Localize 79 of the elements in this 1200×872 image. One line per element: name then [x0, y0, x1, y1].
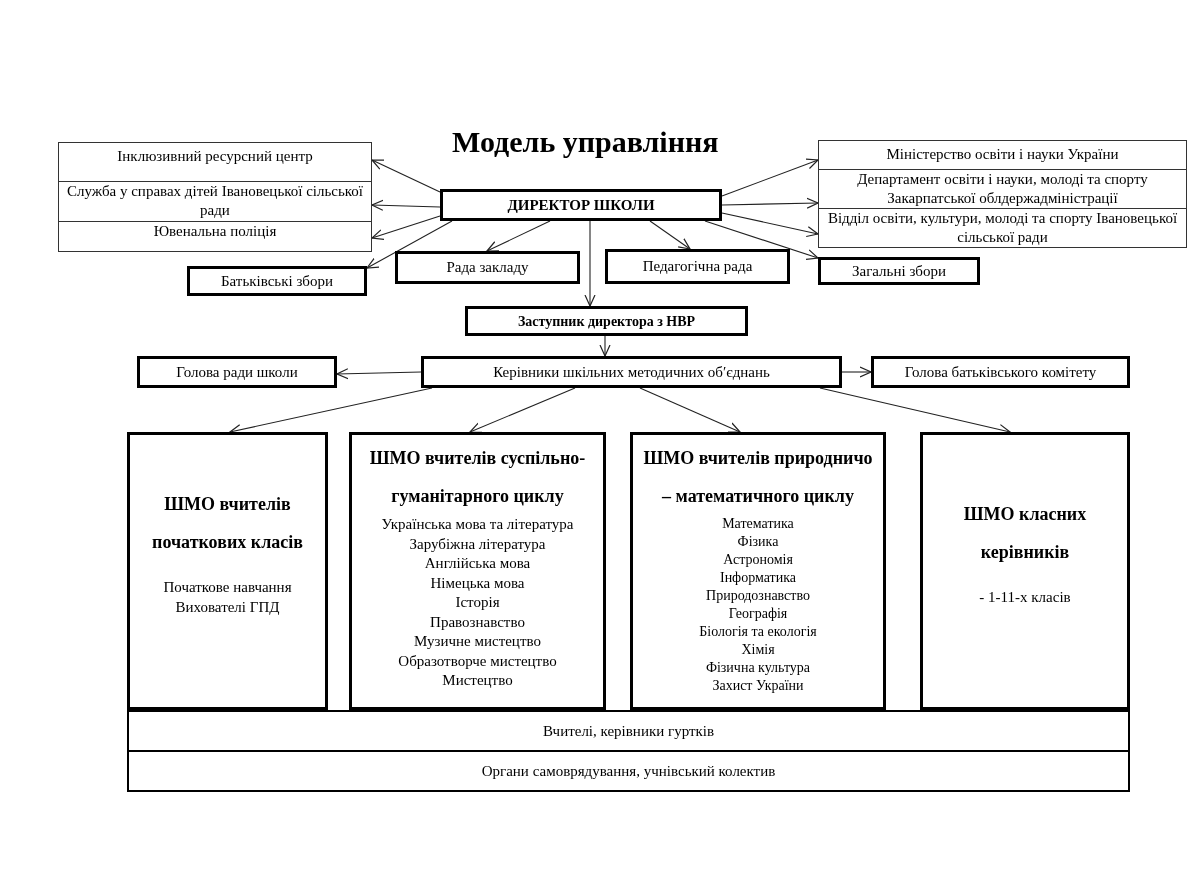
subject-item: Природознавство	[706, 587, 810, 605]
subject-item: Історія	[455, 593, 500, 612]
group-heading: ШМО вчителів природничо – математичного циклу	[642, 447, 874, 508]
subject-item: Образотворче мистецтво	[398, 651, 557, 671]
subject-item: Математика	[722, 515, 794, 533]
group-heading: ШМО вчителів початкових класів	[151, 493, 304, 554]
subject-item: Музичне мистецтво	[414, 632, 541, 651]
arrow	[599, 335, 611, 357]
org-box	[127, 752, 1130, 792]
org-box	[127, 710, 1130, 752]
subject-item: Захист України	[712, 677, 804, 695]
node-label: Міністерство освіти і науки України	[886, 145, 1119, 164]
org-box	[818, 257, 980, 285]
group-box	[630, 432, 886, 710]
org-box	[421, 356, 842, 388]
node-label: Педагогічна рада	[642, 257, 753, 277]
arrow	[649, 220, 691, 250]
node-label: Департамент освіти і науки, молоді та спорту Закарпатської облдержадміністрації	[856, 170, 1149, 208]
group-box	[349, 432, 606, 710]
group-box	[920, 432, 1130, 710]
org-box	[465, 306, 748, 336]
subject-item: - 1-11-х класів	[979, 588, 1071, 607]
arrow	[371, 215, 441, 240]
node-label: Батьківські збори	[221, 271, 333, 291]
org-box	[58, 222, 372, 252]
org-box	[871, 356, 1130, 388]
subject-item: Фізична культура	[705, 659, 811, 677]
arrow	[469, 387, 576, 433]
node-label: ДИРЕКТОР ШКОЛИ	[507, 195, 655, 215]
org-box	[58, 142, 372, 182]
arrow	[486, 220, 551, 252]
node-label: Голова батьківського комітету	[904, 362, 1097, 382]
arrow	[841, 366, 872, 378]
arrow	[584, 220, 596, 307]
group-heading: ШМО класних керівників	[962, 503, 1088, 564]
group-box	[127, 432, 328, 710]
org-box	[818, 170, 1187, 209]
org-box	[187, 266, 367, 296]
subject-item: Фізика	[737, 533, 779, 551]
arrow	[336, 368, 422, 380]
node-label: Вчителі, керівники гуртків	[542, 721, 715, 741]
org-box	[395, 251, 580, 284]
node-label: Загальні збори	[852, 261, 946, 281]
subject-item: Мистецтво	[442, 671, 513, 690]
arrow	[371, 199, 441, 211]
subject-item: Географія	[728, 605, 788, 623]
org-box	[137, 356, 337, 388]
node-label: Інклюзивний ресурсний центр	[117, 147, 313, 166]
node-label: Служба у справах дітей Івановецької сільської ради	[65, 182, 364, 220]
node-label: Голова ради школи	[176, 362, 298, 382]
diagram-title: Модель управління	[452, 124, 719, 160]
subject-item: Інформатика	[719, 569, 796, 587]
node-label: Органи самоврядування, учнівський колектив	[481, 761, 776, 781]
arrow	[704, 220, 819, 260]
arrow	[721, 212, 819, 238]
org-box	[605, 249, 790, 284]
org-box	[818, 140, 1187, 170]
node-label: Керівники шкільних методичних об′єднань	[493, 362, 770, 382]
subject-item: Німецька мова	[430, 573, 525, 593]
arrow	[639, 387, 741, 433]
node-label: Ювенальна поліція	[153, 222, 277, 241]
arrow	[366, 220, 453, 269]
subject-item: Вихователі ГПД	[175, 598, 280, 617]
subject-item: Астрономія	[723, 551, 793, 569]
node-label: Відділ освіти, культури, молоді та спорту Івановецької сільської ради	[826, 209, 1179, 247]
subject-item: Англійська мова	[424, 554, 531, 573]
subject-item: Біологія та екологія	[699, 623, 817, 641]
group-heading: ШМО вчителів суспільно-гуманітарного циклу	[368, 447, 587, 508]
node-label: Рада закладу	[446, 258, 529, 278]
arrow	[721, 158, 819, 197]
org-box	[440, 189, 722, 221]
arrow	[721, 197, 819, 209]
subject-item: Зарубіжна література	[409, 534, 546, 554]
subject-item: Початкове навчання	[163, 578, 292, 597]
subject-item: Українська мова та література	[381, 515, 574, 534]
arrow	[371, 159, 441, 193]
node-label: Заступник директора з НВР	[517, 312, 696, 331]
subject-item: Правознавство	[430, 612, 525, 632]
subject-item: Хімія	[741, 641, 775, 659]
